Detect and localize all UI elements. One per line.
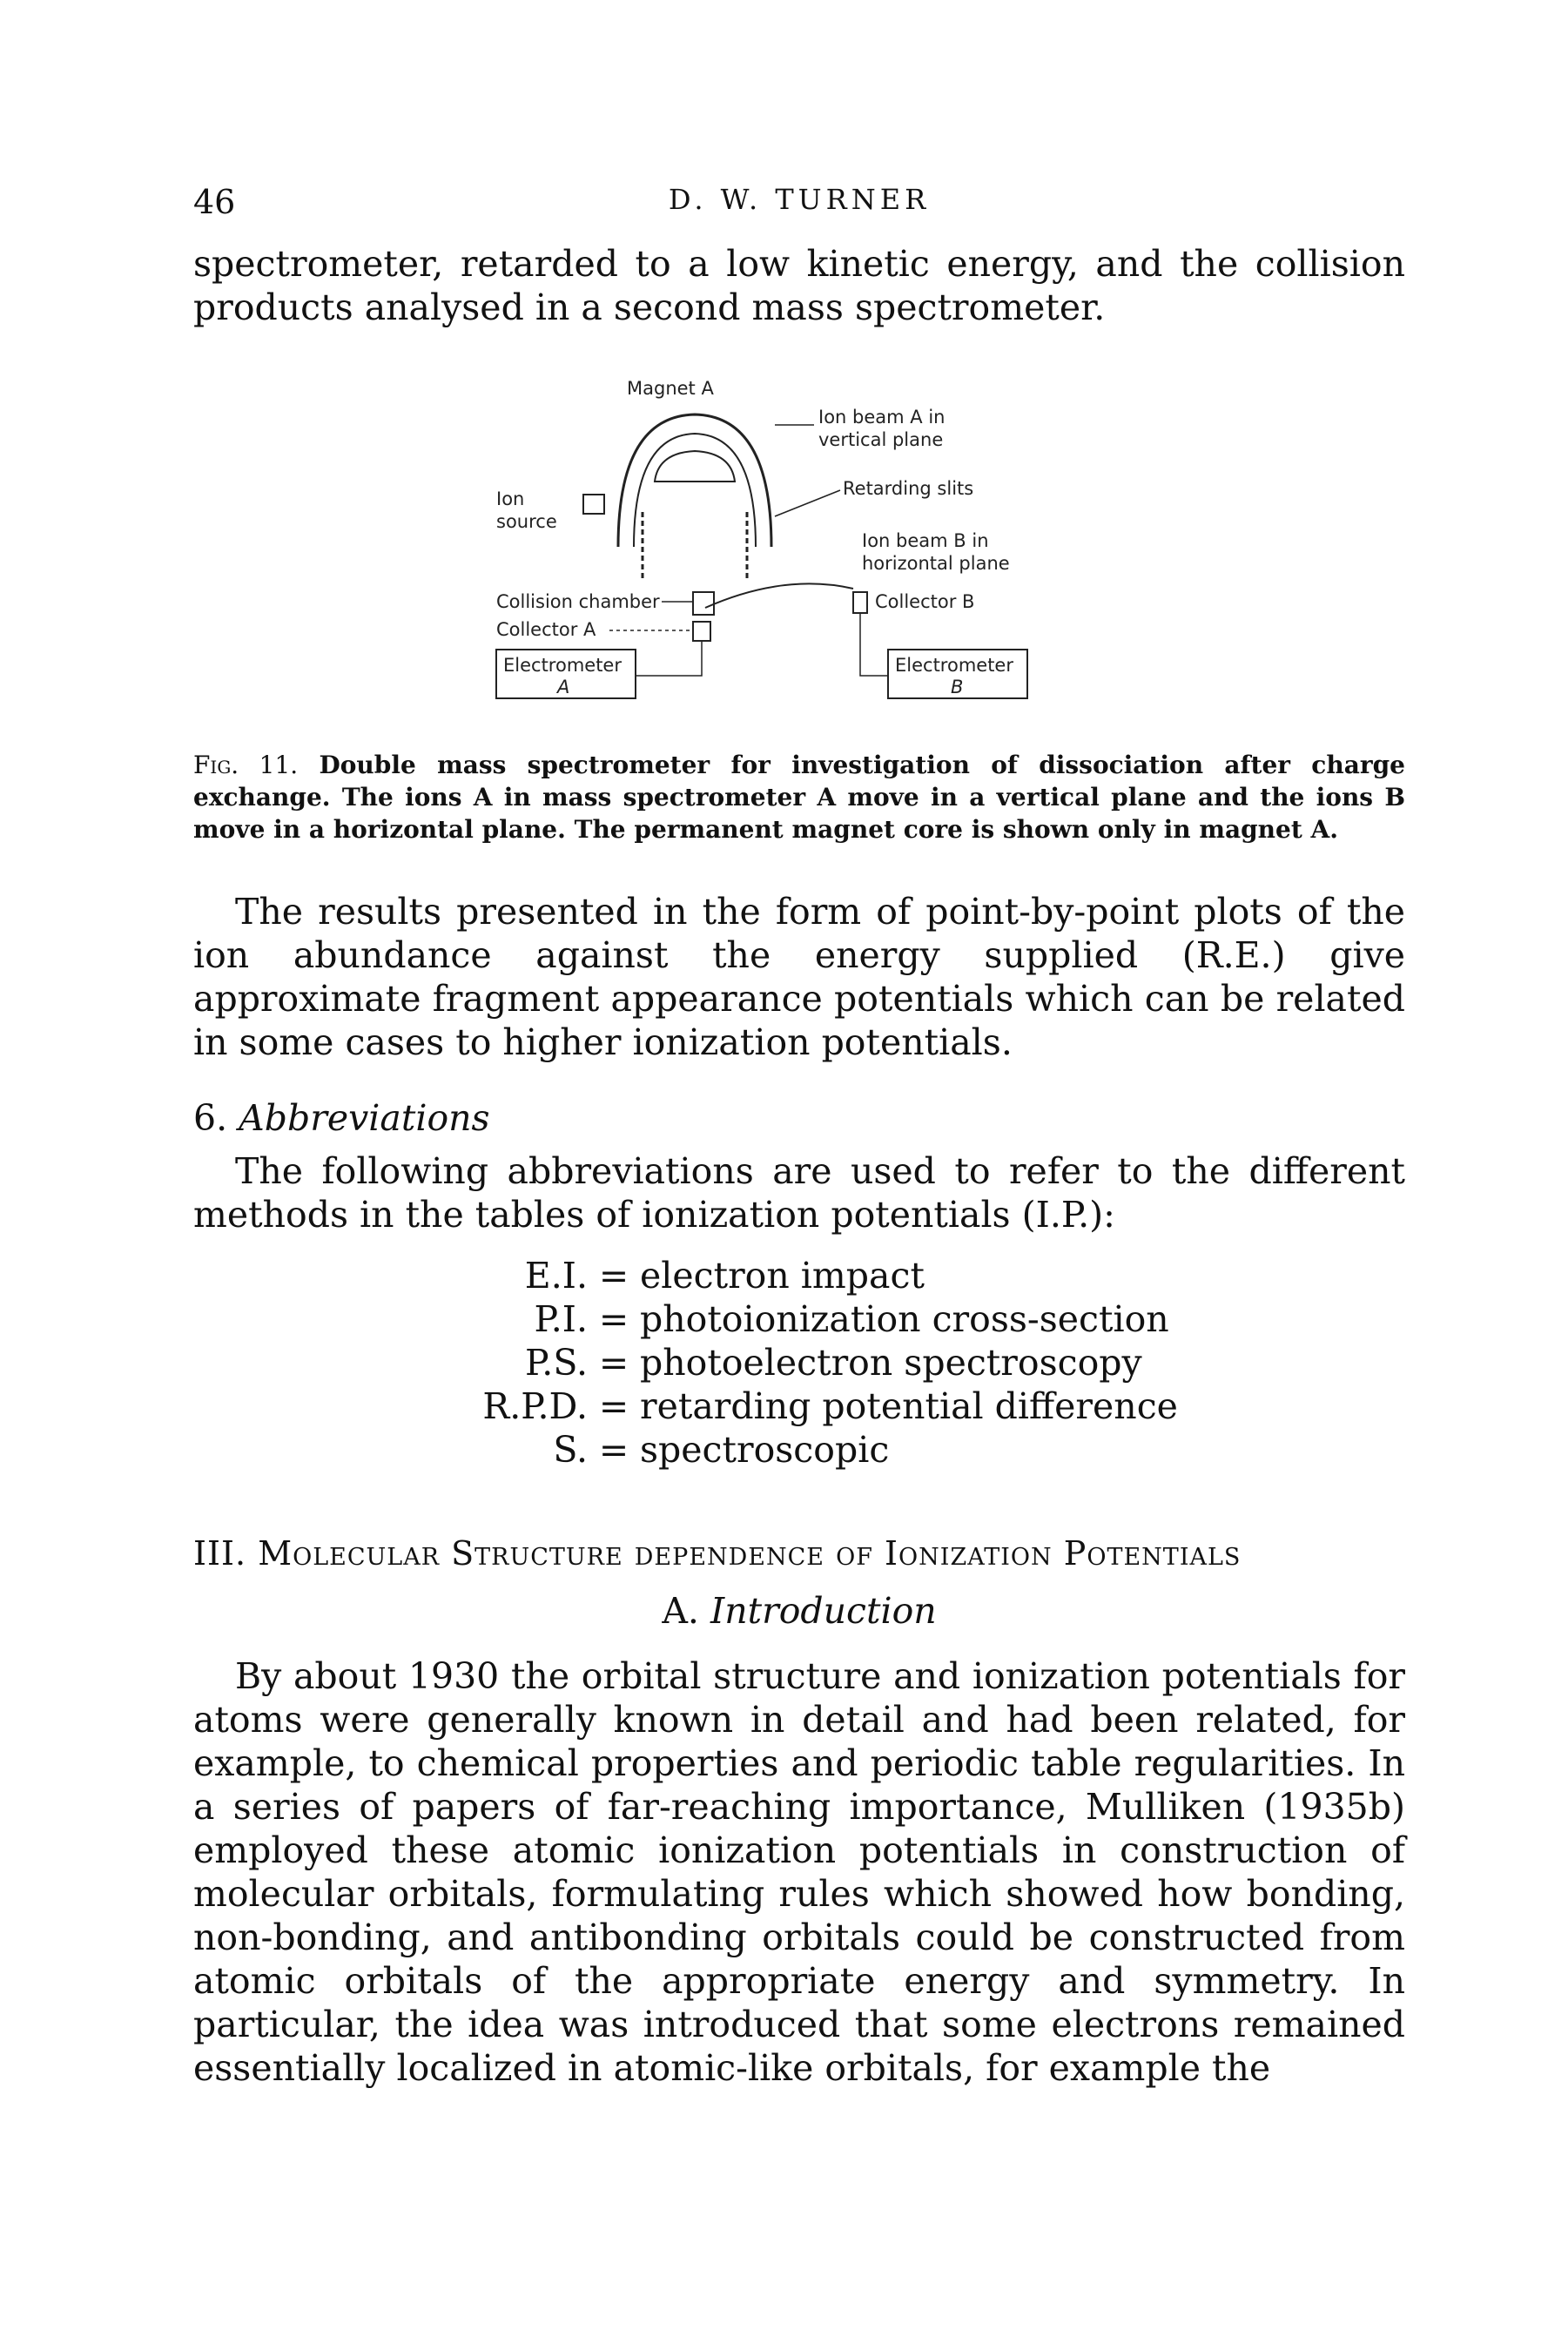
page-number: 46 (193, 183, 236, 221)
magnet-a-arc-outer (616, 413, 773, 548)
abbreviation-row: S. = spectroscopic (400, 1428, 1178, 1472)
label-collector-b: Collector B (875, 591, 974, 612)
label-retarding-slits: Retarding slits (843, 478, 973, 499)
abbreviation-key: R.P.D. (482, 1385, 588, 1427)
label-collector-a: Collector A (496, 619, 596, 640)
label-ion-source-2: source (496, 511, 557, 532)
running-head: 46 D. W. TURNER (193, 183, 1405, 226)
abbreviation-row: E.I. = electron impact (400, 1254, 1178, 1297)
figure-caption-label: Fig. 11. (193, 751, 299, 779)
subsection-title: Abbreviations (239, 1097, 490, 1139)
results-paragraph-text: The results presented in the form of poi… (193, 891, 1405, 1063)
label-ion-beam-a-2: vertical plane (818, 429, 943, 450)
wire-electrometer-b (859, 613, 888, 677)
sub-heading: A. Introduction (193, 1590, 1405, 1632)
ion-beam-b-path (704, 583, 854, 609)
abbreviation-value: photoelectron spectroscopy (640, 1342, 1142, 1384)
abbreviation-key: S. (553, 1429, 588, 1471)
collision-chamber-box (692, 591, 715, 616)
abbrev-intro-text: The following abbreviations are used to … (193, 1150, 1405, 1236)
running-title: D. W. TURNER (668, 183, 931, 216)
abbreviation-key: P.S. (525, 1342, 588, 1384)
electrometer-b-box (887, 649, 1028, 699)
results-paragraph: The results presented in the form of poi… (193, 890, 1405, 1064)
sub-heading-title: Introduction (710, 1590, 937, 1632)
subsection-number: 6. (193, 1097, 228, 1139)
intro-paragraph-text: By about 1930 the orbital structure and … (193, 1655, 1405, 2089)
figure-caption: Fig. 11. Double mass spectrometer for in… (193, 749, 1405, 845)
intro-paragraph: By about 1930 the orbital structure and … (193, 1654, 1405, 2090)
label-ion-beam-a-1: Ion beam A in (818, 407, 945, 428)
collector-a-box (692, 621, 711, 642)
lead-paragraph: spectrometer, retarded to a low kinetic … (193, 242, 1405, 329)
abbreviation-list: E.I. = electron impact P.I. = photoioniz… (400, 1254, 1178, 1472)
label-magnet-a: Magnet A (627, 378, 714, 399)
equals-sign: = (598, 1385, 629, 1427)
label-ion-beam-b-2: horizontal plane (862, 553, 1010, 574)
label-ion-source-1: Ion (496, 488, 524, 509)
abbreviation-key: E.I. (524, 1255, 588, 1297)
ion-source-box (582, 494, 605, 515)
electrometer-a-box (495, 649, 636, 699)
collector-b-box (852, 591, 868, 614)
figure-11: Magnet A Ion beam A in vertical plane Io… (488, 373, 1097, 738)
abbreviation-value: spectroscopic (640, 1429, 890, 1471)
abbreviation-row: P.I. = photoionization cross-section (400, 1297, 1178, 1341)
equals-sign: = (598, 1298, 629, 1340)
label-electrometer-a-2: A (555, 677, 569, 697)
magnet-a-arc-inner (633, 432, 757, 548)
abbreviation-value: retarding potential difference (640, 1385, 1178, 1427)
abbreviation-row: P.S. = photoelectron spectroscopy (400, 1341, 1178, 1384)
label-electrometer-b-1: Electrometer (895, 655, 1013, 676)
wire-electrometer-a (636, 641, 703, 677)
label-collision-chamber: Collision chamber (496, 591, 660, 612)
label-ion-beam-b-1: Ion beam B in (862, 530, 989, 551)
label-electrometer-b-2: B (951, 677, 963, 697)
figure-11-diagram: Magnet A Ion beam A in vertical plane Io… (495, 378, 1028, 699)
figure-caption-text: Double mass spectrometer for investigati… (193, 751, 1405, 844)
equals-sign: = (598, 1255, 629, 1297)
abbreviation-key: P.I. (534, 1298, 588, 1340)
section-heading: III. Molecular Structure dependence of I… (193, 1534, 1242, 1573)
magnet-core-icon (653, 449, 737, 482)
abbrev-intro-paragraph: The following abbreviations are used to … (193, 1149, 1405, 1236)
equals-sign: = (598, 1429, 629, 1471)
arrow-retarding-slits (774, 489, 841, 517)
sub-heading-letter: A. (662, 1590, 699, 1632)
abbreviation-value: electron impact (640, 1255, 925, 1297)
abbreviation-row: R.P.D. = retarding potential difference (400, 1384, 1178, 1428)
equals-sign: = (598, 1342, 629, 1384)
lead-paragraph-text: spectrometer, retarded to a low kinetic … (193, 243, 1405, 328)
abbreviation-value: photoionization cross-section (640, 1298, 1169, 1340)
label-electrometer-a-1: Electrometer (503, 655, 622, 676)
subsection-heading: 6. Abbreviations (193, 1097, 490, 1139)
